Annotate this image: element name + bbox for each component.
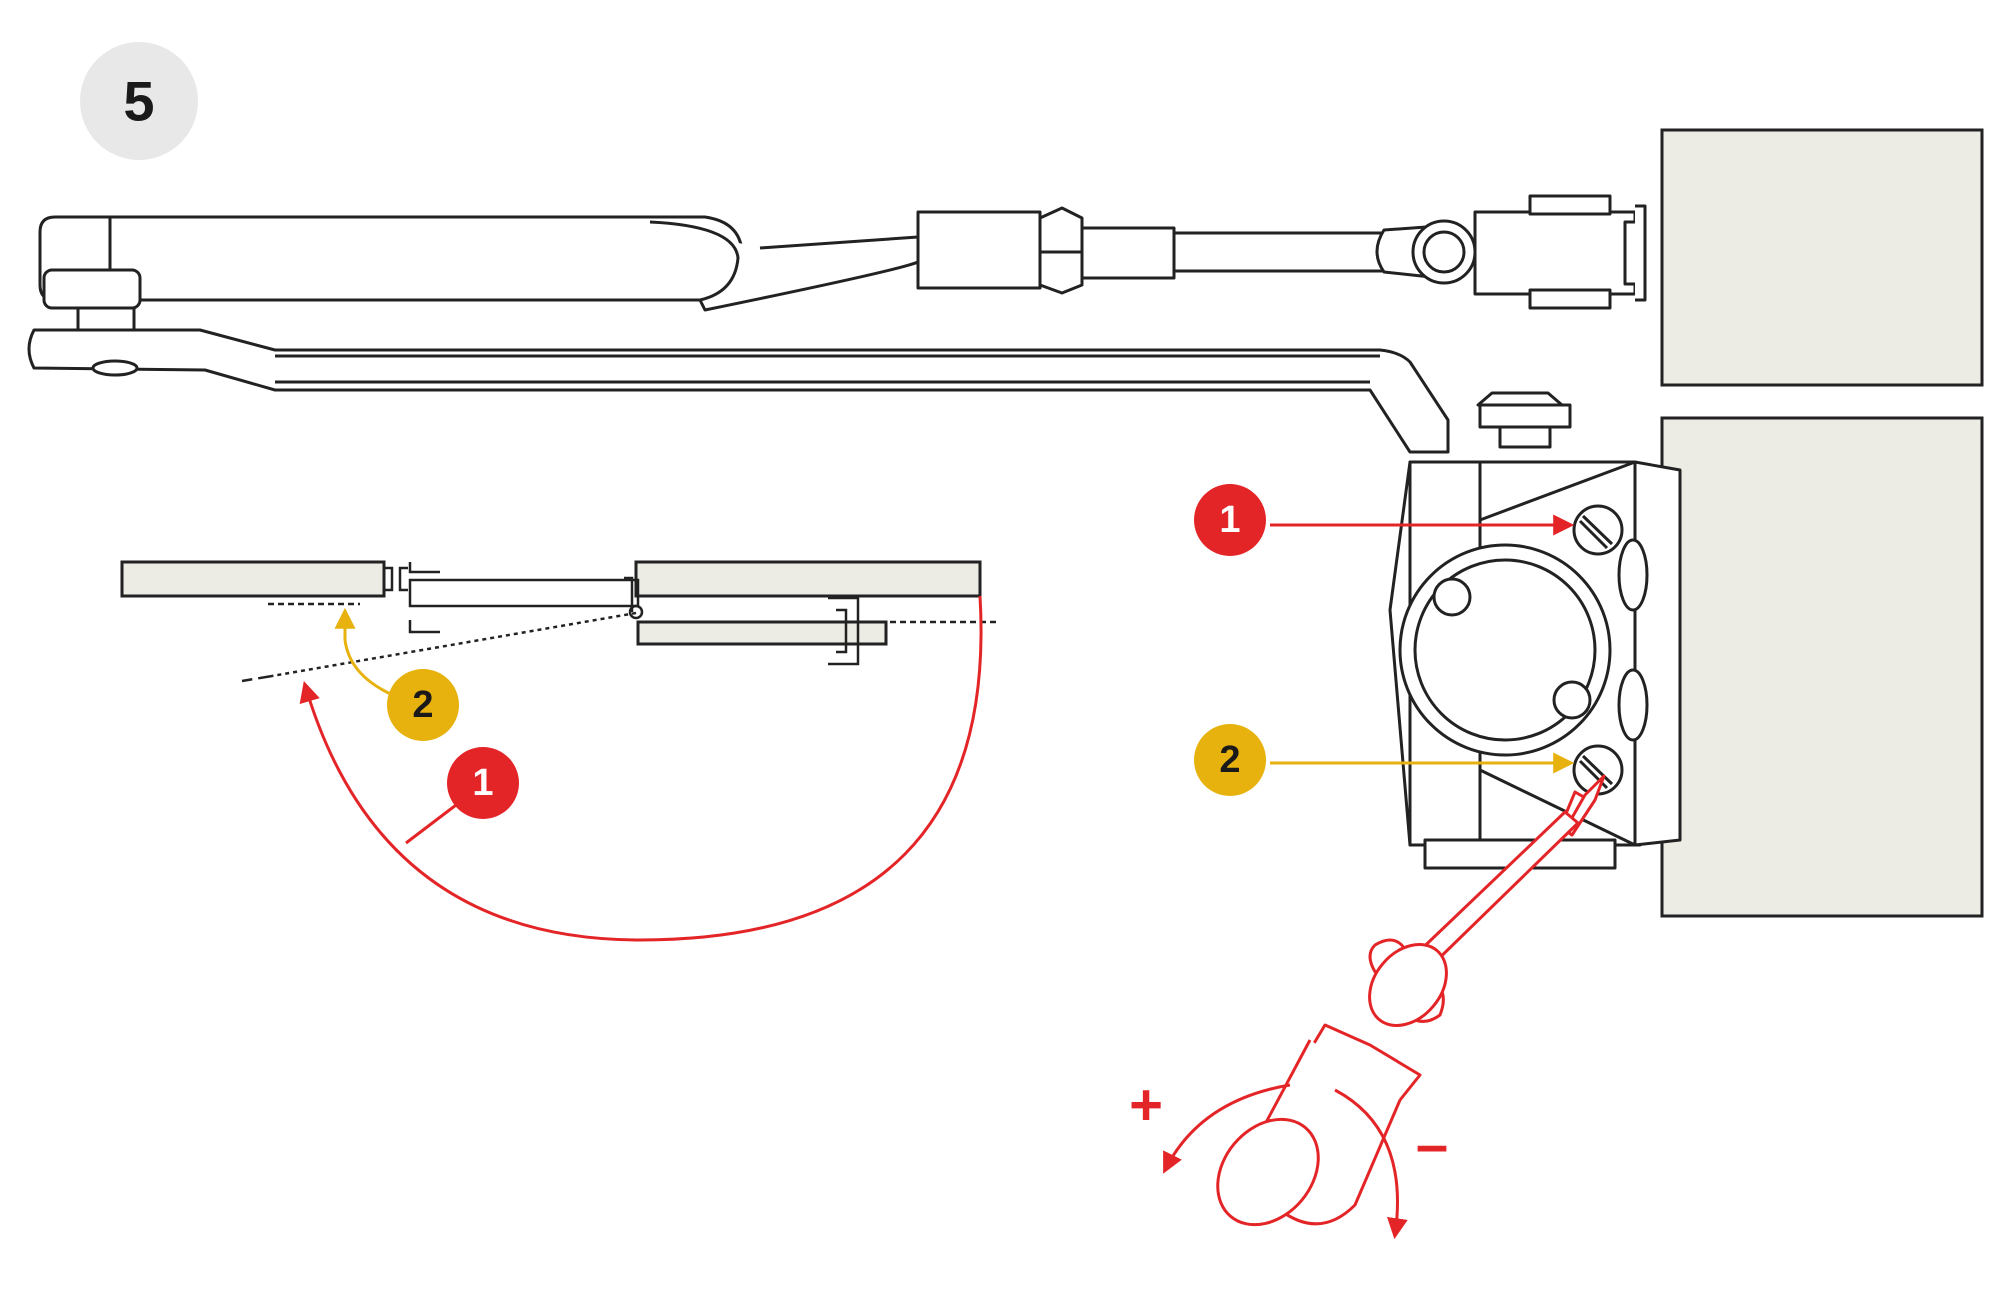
- step-badge: 5: [80, 42, 198, 160]
- callout-1-right-label: 1: [1219, 499, 1240, 541]
- door-top-view-schematic: [120, 560, 1000, 942]
- decrease-sign: –: [1416, 1113, 1448, 1178]
- door-panel-lower: [1660, 416, 1984, 918]
- door-leaf-section: [636, 620, 888, 646]
- closer-link-arm: [27, 328, 1450, 454]
- callout-1-left: 1: [447, 747, 519, 819]
- screwdriver: [1216, 774, 1606, 1227]
- callout-1-right: 1: [1194, 484, 1575, 556]
- rotate-ccw-arrow: [1163, 1083, 1291, 1174]
- callout-2-right-label: 2: [1219, 739, 1240, 781]
- callout-2-right: 2: [1194, 724, 1575, 796]
- increase-sign: +: [1129, 1073, 1163, 1138]
- closer-body: [1388, 391, 1682, 870]
- door-frame-panels: [1660, 128, 1984, 918]
- valve-1-screw: [1572, 504, 1624, 556]
- rotate-cw-arrow: [1334, 1088, 1408, 1240]
- rotation-arrows: [1163, 1083, 1408, 1240]
- frame-section-left: [120, 560, 386, 598]
- callout-1-left-label: 1: [472, 762, 493, 804]
- frame-panel-upper: [1660, 128, 1984, 387]
- callout-2-left-label: 2: [412, 684, 433, 726]
- closing-line-dashed: [271, 611, 637, 678]
- frame-section-right: [634, 560, 982, 598]
- closer-main-arm: [38, 194, 1647, 332]
- callout-2-left: 2: [387, 669, 459, 741]
- step-number: 5: [123, 70, 154, 133]
- swing-arc: [299, 595, 983, 942]
